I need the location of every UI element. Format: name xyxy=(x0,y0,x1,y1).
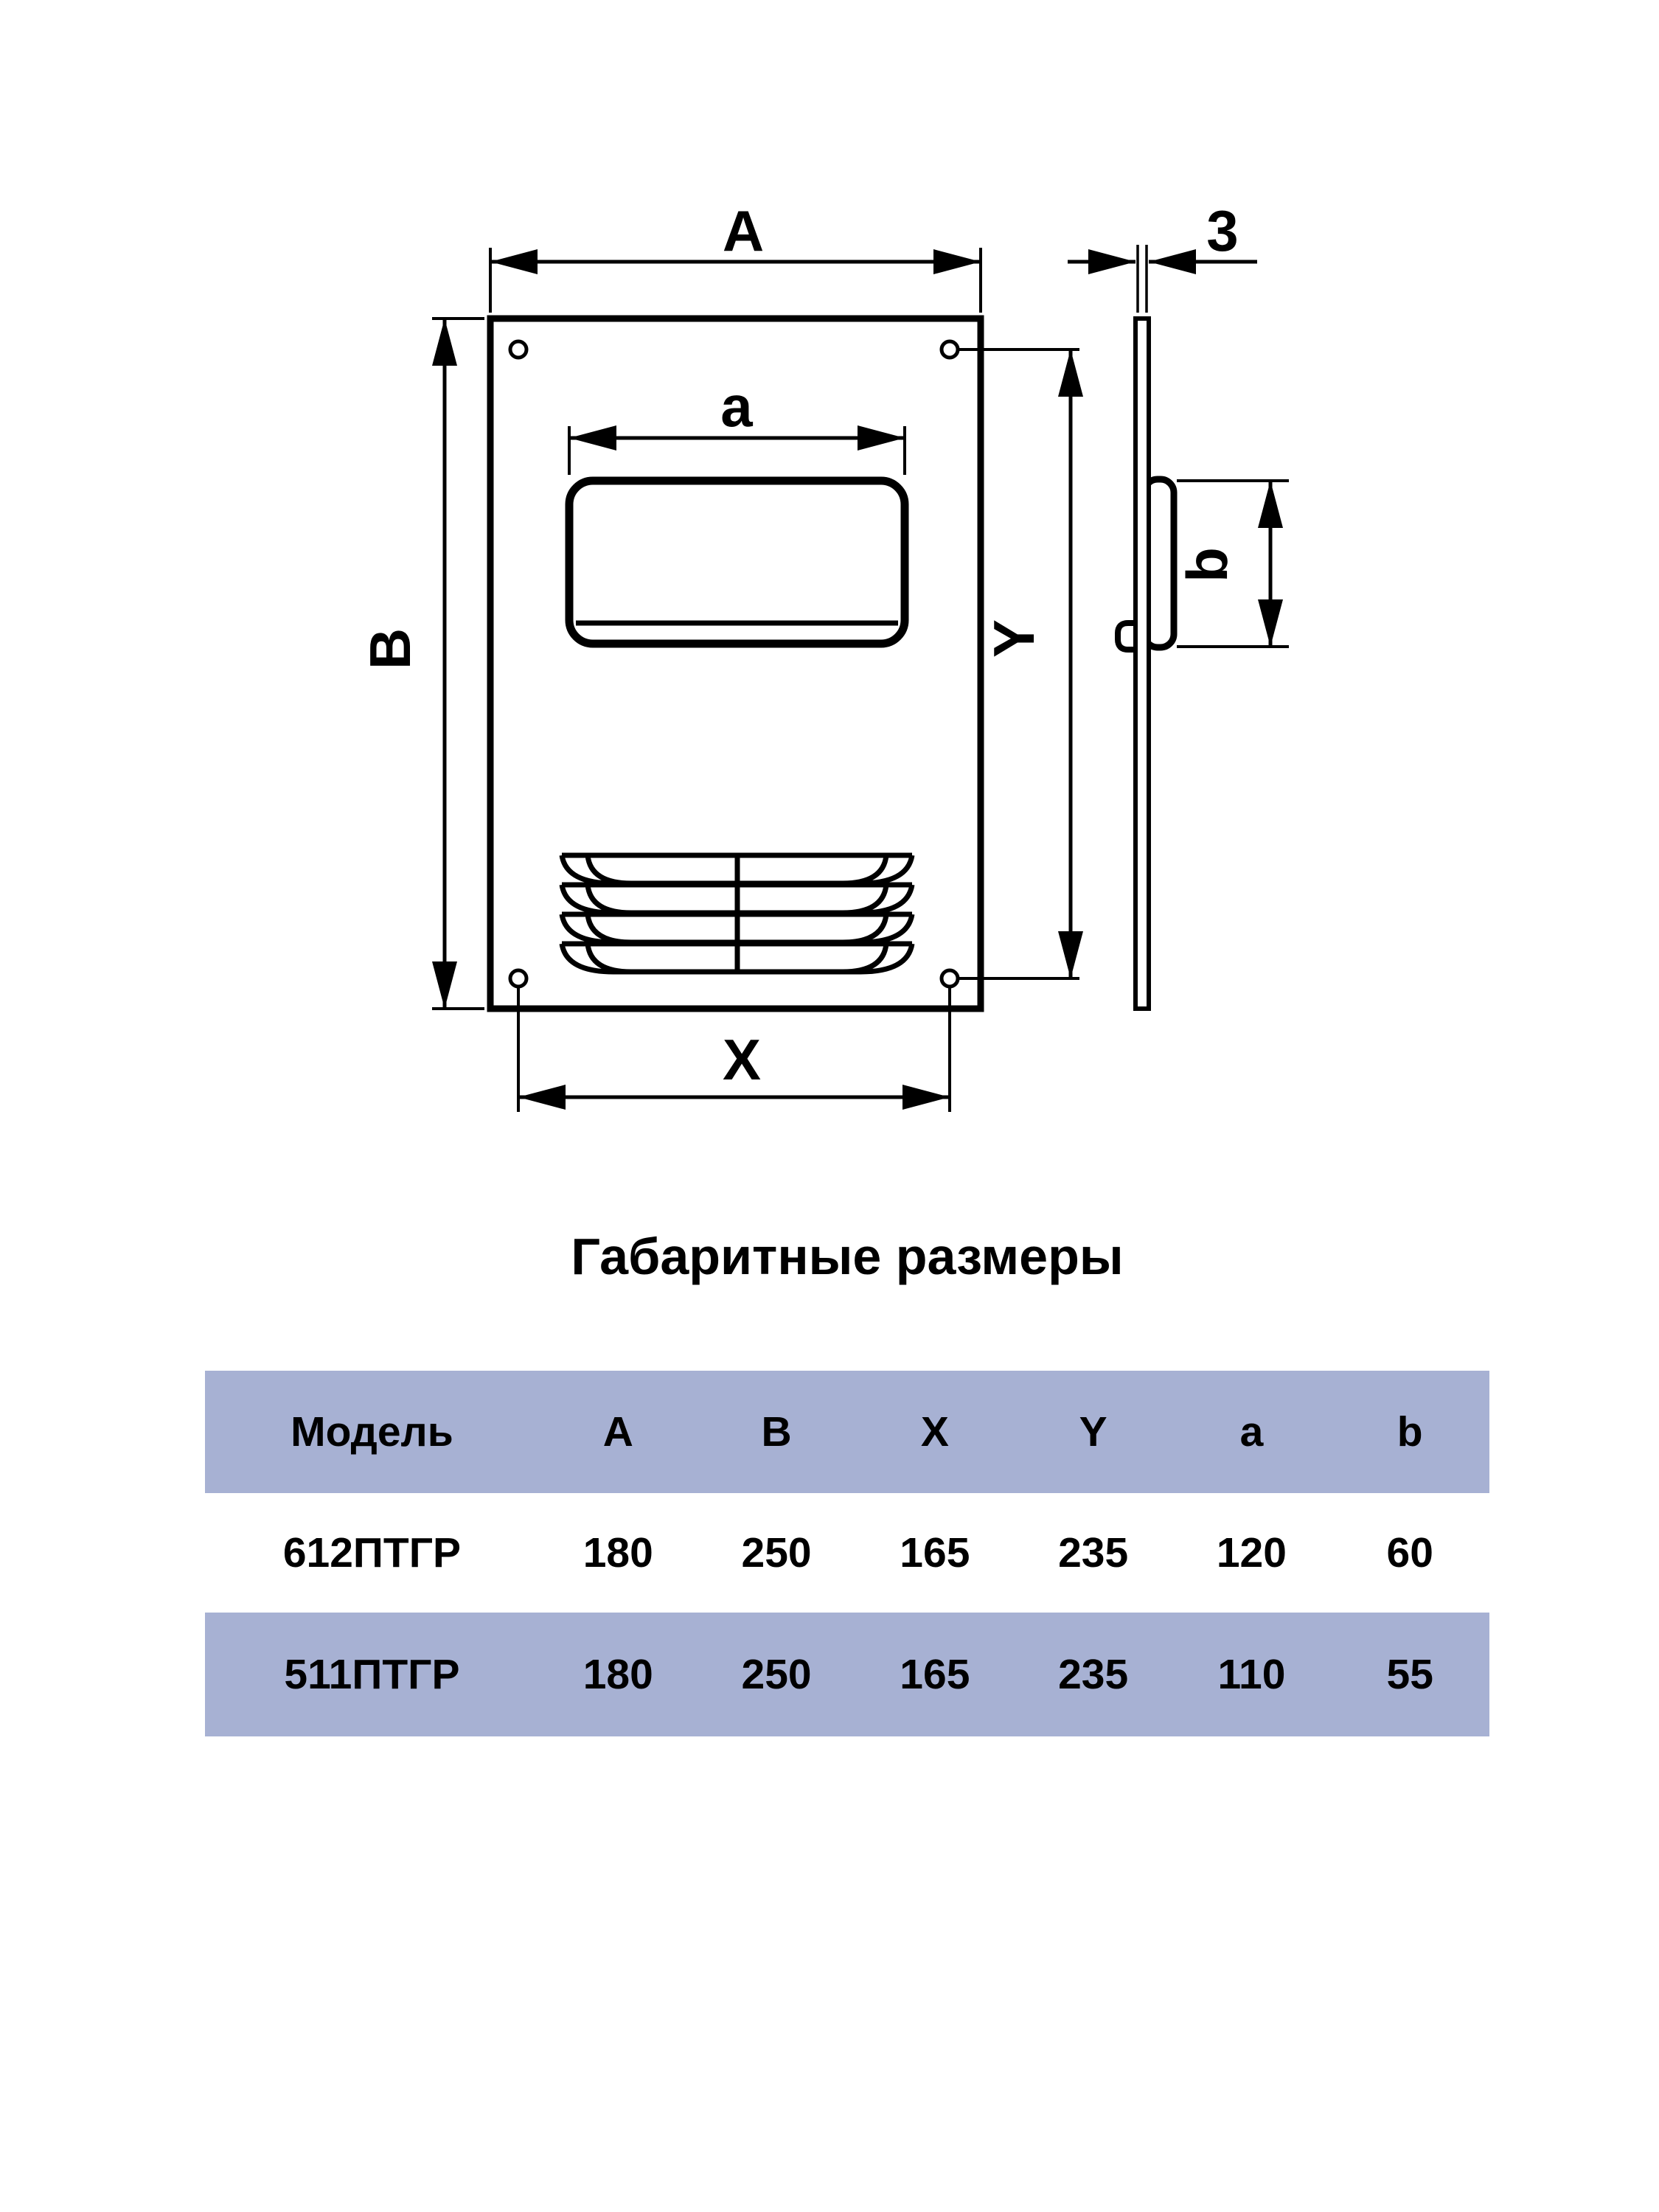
value-cell: 60 xyxy=(1386,1529,1433,1576)
arrowhead-up-icon xyxy=(1258,481,1283,528)
mounting-hole-top-right xyxy=(939,339,960,360)
arrowhead-up-icon xyxy=(432,319,457,366)
column-header-b: b xyxy=(1397,1408,1423,1455)
dim-A: A xyxy=(489,198,982,313)
arrowhead-right-icon xyxy=(858,425,905,451)
panel-side-profile xyxy=(1133,316,1151,1011)
value-cell: 235 xyxy=(1058,1529,1129,1576)
table-row: 612ПТГР 180 250 165 235 120 60 xyxy=(205,1493,1489,1613)
duct-opening xyxy=(565,476,909,648)
dim-b: b xyxy=(1175,479,1289,648)
value-cell: 250 xyxy=(741,1651,812,1698)
arrowhead-left-icon xyxy=(1149,249,1196,274)
dim-Y: Y xyxy=(959,348,1083,980)
column-header-X: X xyxy=(920,1408,949,1455)
louver-grille xyxy=(559,852,915,975)
value-cell: 180 xyxy=(582,1529,653,1576)
table-row: 511ПТГР 180 250 165 235 110 55 xyxy=(205,1613,1489,1736)
dimension-drawing: A a B X xyxy=(358,198,1289,1112)
dim-a: a xyxy=(568,374,906,475)
dim-label-thickness: 3 xyxy=(1206,198,1238,263)
dim-label-X: X xyxy=(723,1027,761,1092)
value-cell: 120 xyxy=(1216,1529,1287,1576)
model-cell: 511ПТГР xyxy=(284,1651,460,1698)
drawing-title: Габаритные размеры xyxy=(571,1228,1124,1285)
arrowhead-right-icon xyxy=(1088,249,1135,274)
column-header-a: a xyxy=(1239,1408,1264,1455)
column-header-A: A xyxy=(602,1408,633,1455)
dimensions-table: Модель A B X Y a b 612ПТГР 180 250 165 2… xyxy=(205,1371,1489,1736)
mounting-clip xyxy=(1115,620,1140,653)
model-cell: 612ПТГР xyxy=(282,1529,462,1576)
mounting-hole-bottom-left xyxy=(508,968,529,989)
arrowhead-right-icon xyxy=(902,1085,950,1110)
value-cell: 55 xyxy=(1386,1651,1433,1698)
dim-label-b: b xyxy=(1175,547,1239,582)
value-cell: 180 xyxy=(582,1651,653,1698)
arrowhead-down-icon xyxy=(1058,931,1083,978)
front-view xyxy=(487,315,984,1012)
mounting-hole-bottom-right xyxy=(939,968,960,989)
dim-label-Y: Y xyxy=(981,619,1046,658)
dim-label-B: B xyxy=(358,628,422,669)
value-cell: 165 xyxy=(900,1651,970,1698)
arrowhead-down-icon xyxy=(432,961,457,1009)
table-header-row: Модель A B X Y a b xyxy=(205,1371,1489,1493)
arrowhead-left-icon xyxy=(569,425,616,451)
column-header-Y: Y xyxy=(1079,1408,1107,1455)
dim-label-A: A xyxy=(723,198,764,263)
dim-X: X xyxy=(517,988,951,1112)
arrowhead-up-icon xyxy=(1058,349,1083,397)
value-cell: 250 xyxy=(741,1529,812,1576)
value-cell: 110 xyxy=(1217,1651,1286,1698)
arrowhead-left-icon xyxy=(490,249,538,274)
dim-B: B xyxy=(358,317,484,1010)
arrowhead-right-icon xyxy=(933,249,981,274)
mounting-hole-top-left xyxy=(508,339,529,360)
arrowhead-down-icon xyxy=(1258,599,1283,647)
value-cell: 235 xyxy=(1058,1651,1129,1698)
column-header-B: B xyxy=(761,1408,792,1455)
column-header-model: Модель xyxy=(291,1408,453,1455)
value-cell: 165 xyxy=(900,1529,970,1576)
arrowhead-left-icon xyxy=(518,1085,566,1110)
dim-label-a: a xyxy=(720,374,753,439)
dim-thickness: 3 xyxy=(1068,198,1257,313)
side-view xyxy=(1115,316,1178,1011)
dimensions: A a B X xyxy=(358,198,1289,1112)
